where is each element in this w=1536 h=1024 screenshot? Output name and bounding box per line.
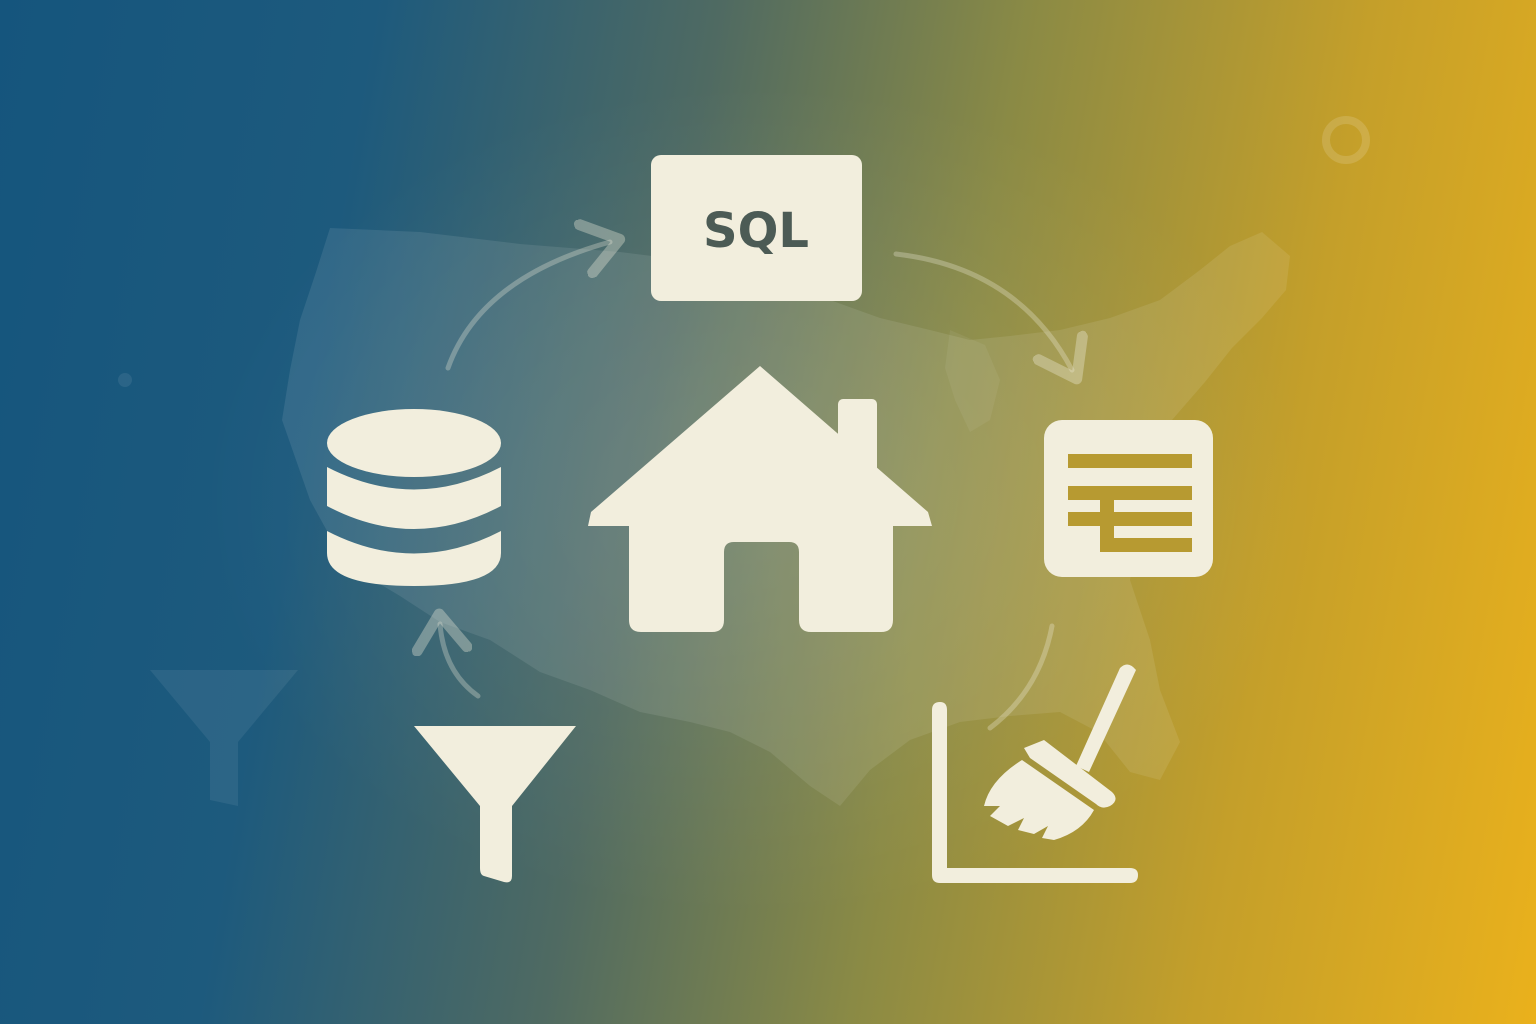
faint-funnel-icon [150, 670, 298, 806]
great-lakes [945, 330, 1000, 432]
sql-label: SQL [703, 203, 809, 259]
chart-broom-icon [932, 664, 1138, 883]
faint-dot-icon [118, 373, 132, 387]
broom-handle [1076, 664, 1136, 772]
flow-arrow-sql-to-table [893, 251, 1072, 370]
house-icon [588, 366, 932, 632]
broom-bristles [984, 760, 1094, 840]
sql-icon: SQL [651, 155, 862, 301]
flow-arrow-table-to-chart [987, 623, 1055, 731]
flow-arrow-funnel-to-database [440, 624, 481, 699]
funnel-icon [414, 726, 576, 883]
flow-arrow-database-to-sql [445, 242, 610, 371]
table-icon [1044, 420, 1213, 577]
database-icon [327, 409, 501, 586]
faint-circle-icon [1322, 116, 1370, 164]
broom-band [1024, 740, 1116, 808]
